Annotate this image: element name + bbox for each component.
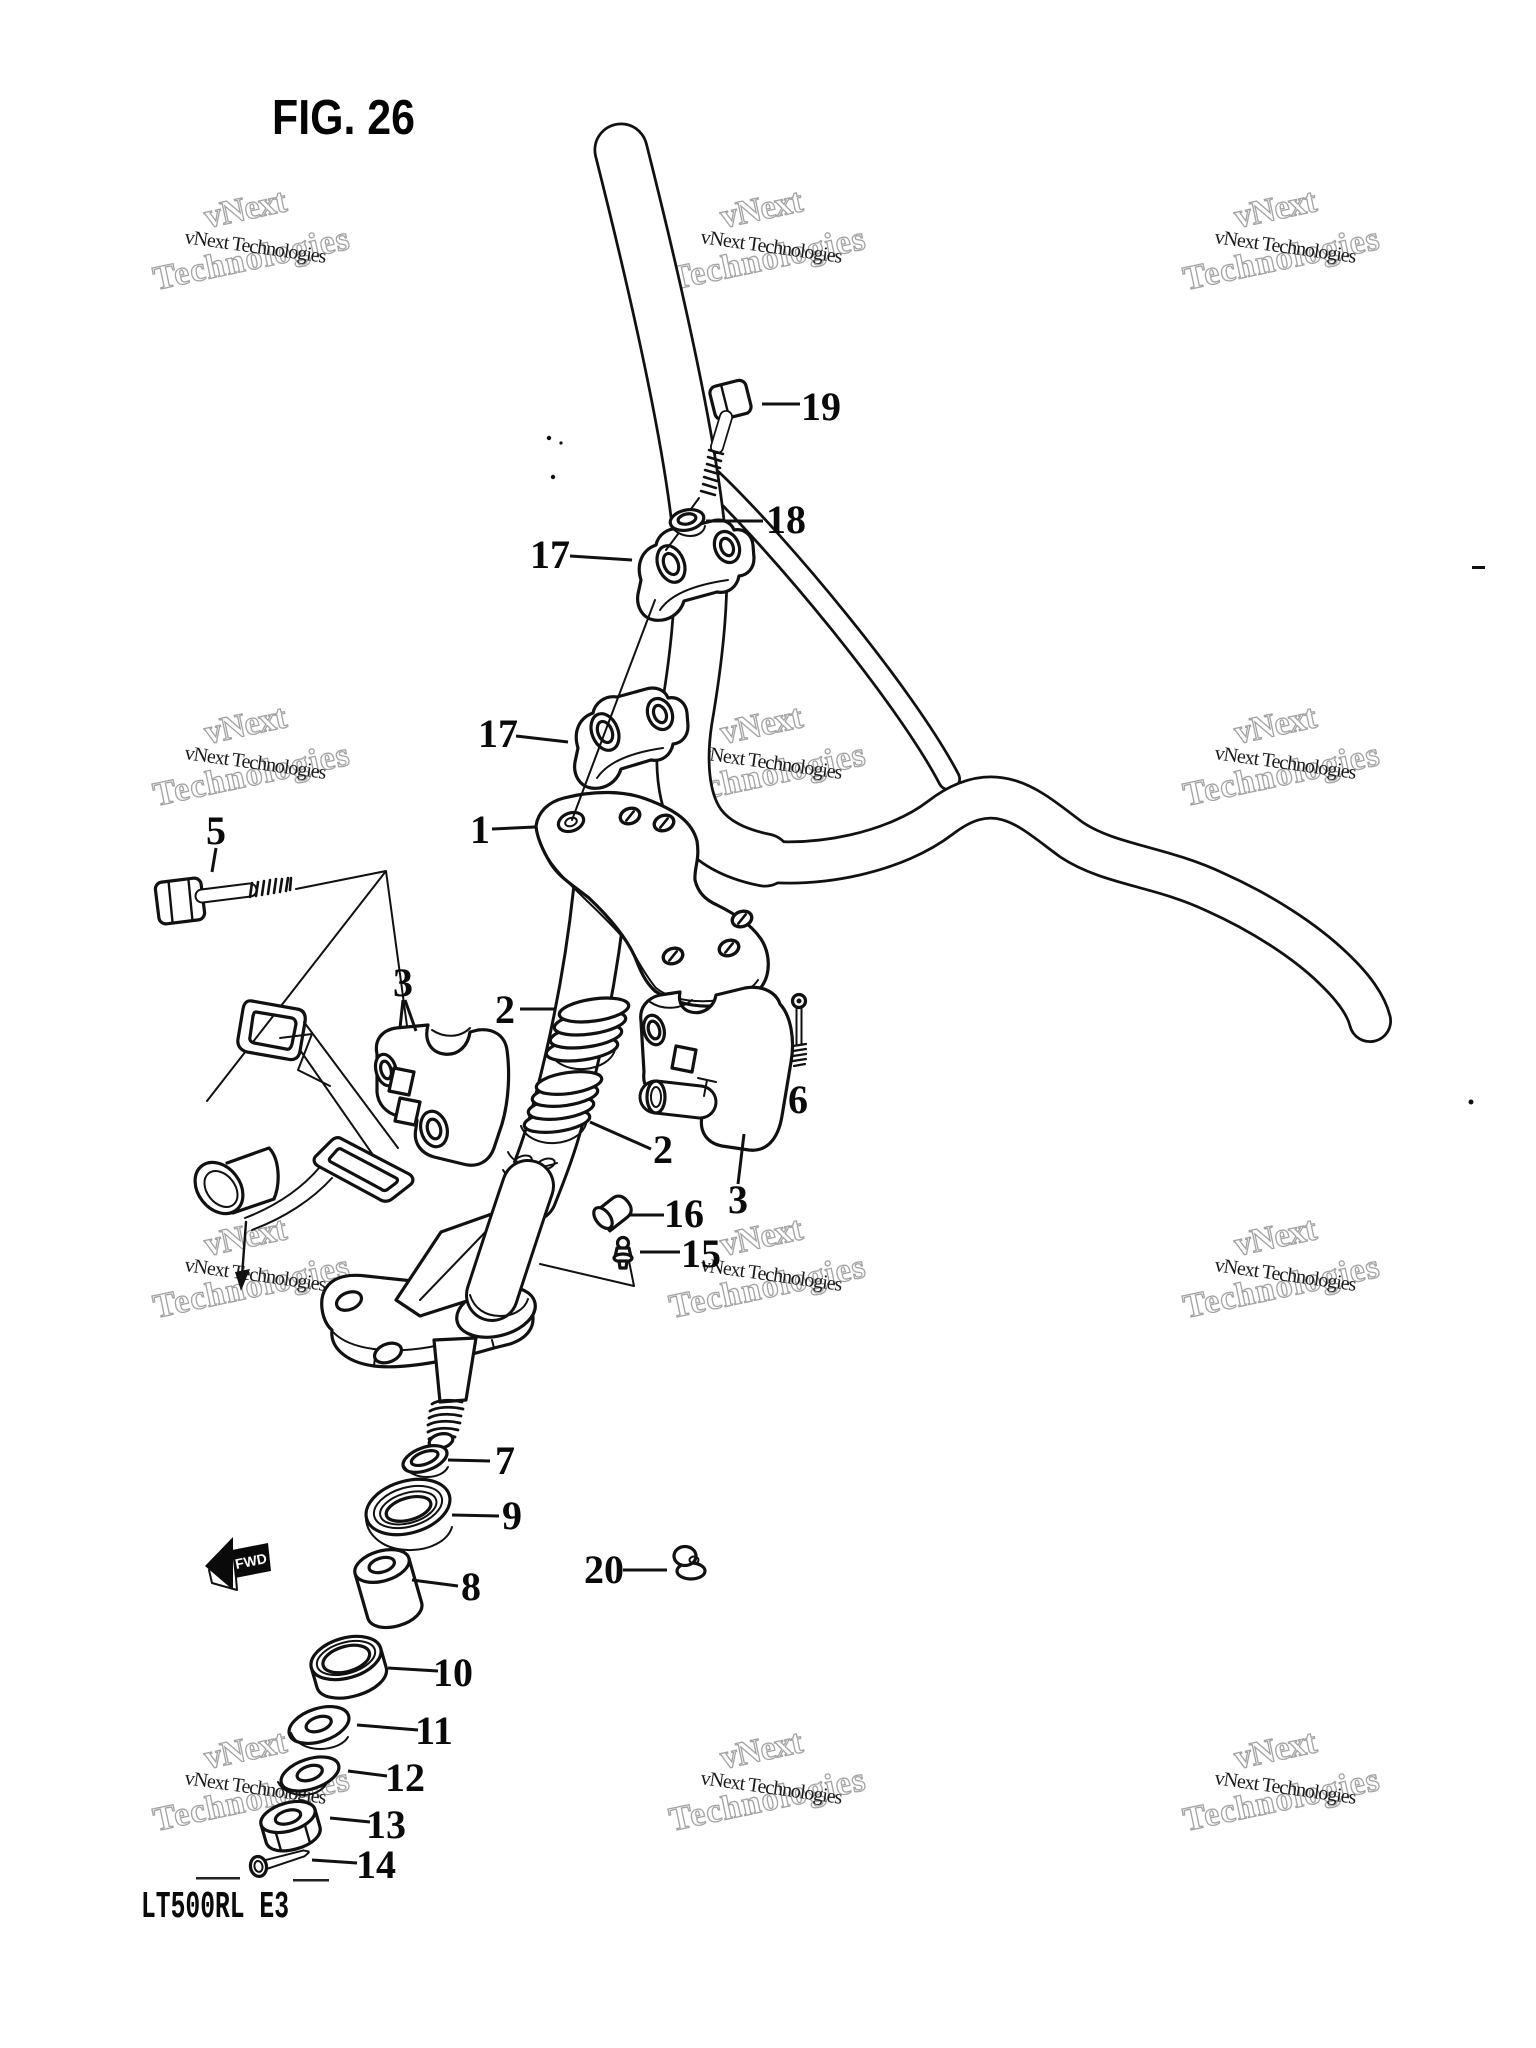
svg-text:6: 6 xyxy=(788,1077,808,1122)
svg-text:3: 3 xyxy=(393,960,413,1005)
svg-text:9: 9 xyxy=(502,1493,522,1538)
svg-text:17: 17 xyxy=(478,711,518,756)
svg-text:7: 7 xyxy=(495,1438,515,1483)
svg-text:17: 17 xyxy=(530,532,570,577)
svg-text:3: 3 xyxy=(728,1177,748,1222)
svg-text:10: 10 xyxy=(433,1650,473,1695)
svg-text:15: 15 xyxy=(681,1231,721,1276)
svg-text:19: 19 xyxy=(801,384,841,429)
svg-text:2: 2 xyxy=(495,987,515,1032)
svg-text:18: 18 xyxy=(766,497,806,542)
svg-text:FWD: FWD xyxy=(234,1550,268,1572)
svg-text:2: 2 xyxy=(653,1127,673,1172)
svg-text:14: 14 xyxy=(356,1842,396,1887)
svg-text:12: 12 xyxy=(385,1755,425,1800)
svg-text:FIG. 26: FIG. 26 xyxy=(272,91,415,145)
svg-text:13: 13 xyxy=(366,1802,406,1847)
svg-text:11: 11 xyxy=(415,1708,453,1753)
svg-text:20: 20 xyxy=(584,1547,624,1592)
svg-text:1: 1 xyxy=(470,807,490,852)
svg-text:8: 8 xyxy=(461,1564,481,1609)
svg-text:LT500RL E3: LT500RL E3 xyxy=(141,1886,289,1929)
svg-text:5: 5 xyxy=(206,808,226,853)
svg-text:16: 16 xyxy=(664,1191,704,1236)
